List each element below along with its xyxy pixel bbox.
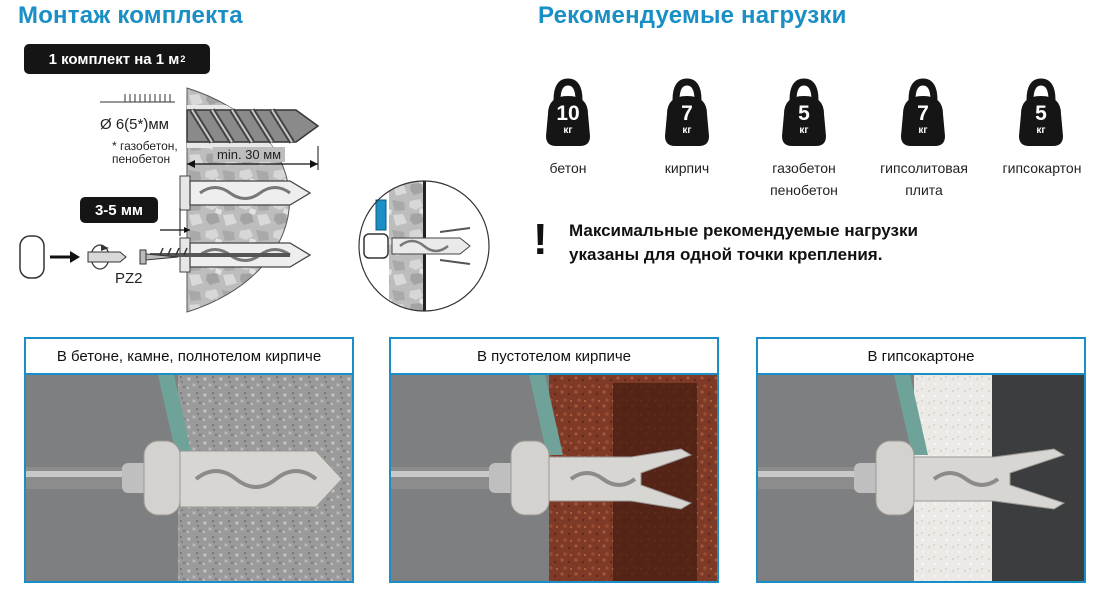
load-unit: кг xyxy=(1036,125,1046,136)
material-label: гипсолитовая плита xyxy=(868,157,980,201)
kit-badge-text: 1 комплект на 1 м xyxy=(48,50,180,68)
load-unit: кг xyxy=(799,125,809,136)
material-line-1: гипсолитовая xyxy=(880,160,968,176)
material-line-1: кирпич xyxy=(664,160,710,176)
note-line-2: указаны для одной точки крепления. xyxy=(569,245,883,264)
load-unit: кг xyxy=(563,125,573,136)
panel-title: В пустотелом кирпиче xyxy=(391,339,717,375)
concrete-photo xyxy=(26,375,352,581)
material-label: гипсокартон xyxy=(990,157,1094,179)
kettlebell-icon: 5 кг xyxy=(776,78,832,148)
diameter-label: Ø 6(5*)мм xyxy=(100,116,169,133)
panel-title: В гипсокартоне xyxy=(758,339,1084,375)
gap-badge: 3-5 мм xyxy=(80,197,158,223)
load-value: 5 xyxy=(1035,102,1047,125)
panel-hollow-brick: В пустотелом кирпиче xyxy=(389,337,719,583)
kettlebell-icon: 7 кг xyxy=(659,78,715,148)
load-value: 10 xyxy=(556,102,580,125)
footnote-line-2: пенобетон xyxy=(112,152,171,166)
material-line-1: газобетон xyxy=(772,160,836,176)
kettlebell-icon: 5 кг xyxy=(1013,78,1069,148)
panel-title: В бетоне, камне, полнотелом кирпиче xyxy=(26,339,352,375)
material-label: бетон xyxy=(528,157,608,179)
load-unit: кг xyxy=(918,125,928,136)
material-label: газобетон пенобетон xyxy=(754,157,854,201)
loads-title: Рекомендуемые нагрузки xyxy=(538,2,847,29)
mounting-diagram xyxy=(19,87,490,313)
footnote-line-1: * газобетон, xyxy=(112,139,178,153)
drywall-photo xyxy=(758,375,1084,581)
hollow-brick-photo xyxy=(391,375,717,581)
note-exclamation-icon: ! xyxy=(533,215,548,264)
panel-drywall: В гипсокартоне xyxy=(756,337,1086,583)
note-line-1: Максимальные рекомендуемые нагрузки xyxy=(569,221,918,240)
kit-badge-sup: 2 xyxy=(180,54,186,64)
bit-label: PZ2 xyxy=(115,270,143,287)
material-line-2: пенобетон xyxy=(770,182,838,198)
kettlebell-icon: 10 кг xyxy=(540,78,596,148)
load-value: 7 xyxy=(681,102,693,125)
load-unit: кг xyxy=(682,125,692,136)
material-label: кирпич xyxy=(647,157,727,179)
material-line-2: плита xyxy=(905,182,943,198)
load-value: 7 xyxy=(917,102,929,125)
mounting-title: Монтаж комплекта xyxy=(18,2,243,29)
depth-label: min. 30 мм xyxy=(213,147,286,162)
material-line-1: гипсокартон xyxy=(1002,160,1082,176)
load-value: 5 xyxy=(798,102,810,125)
kettlebell-icon: 7 кг xyxy=(895,78,951,148)
panel-concrete: В бетоне, камне, полнотелом кирпиче xyxy=(24,337,354,583)
material-line-1: бетон xyxy=(549,160,587,176)
